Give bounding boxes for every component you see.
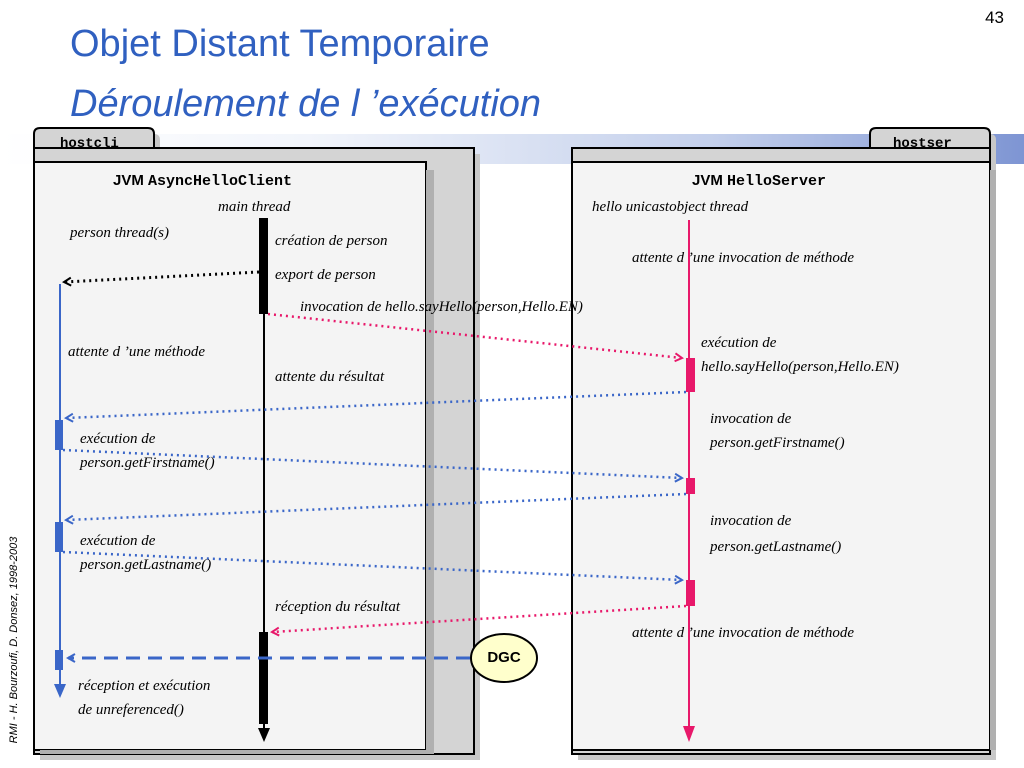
label-exec-last-1: exécution de [80,533,156,549]
person-thread-arrowhead [54,684,66,698]
label-attente-invocation-1: attente d ’une invocation de méthode [632,250,855,266]
server-jvm-class: HelloServer [727,173,827,190]
label-attente-methode: attente d ’une méthode [68,344,206,360]
label-reception-exec-1: réception et exécution [78,678,211,694]
server-thread-arrowhead [683,726,695,742]
client-jvm-prefix: JVM [113,172,144,189]
label-invocation-first-2: person.getFirstname() [710,435,845,451]
label-reception-exec-2: de unreferenced() [78,702,184,718]
label-invocation-last-2: person.getLastname() [710,539,842,555]
label-attente-resultat: attente du résultat [275,369,385,385]
main-thread-label: main thread [218,199,291,215]
slide-title: Objet Distant Temporaire [70,23,490,65]
return-getlastname-arrow [62,550,682,580]
callback-getlastname-arrow [66,492,687,520]
server-invocation-getlastname [686,580,695,606]
client-jvm-title: JVM AsyncHelloClient [113,172,292,190]
slide-number: 43 [985,8,1004,27]
dgc-label: DGC [487,649,521,666]
slide-subtitle: Déroulement de l ’exécution [70,83,542,125]
server-invocation-getfirstname [686,478,695,494]
person-exec-getlastname [55,522,63,552]
label-export: export de person [275,267,376,283]
return-getfirstname-arrow [62,448,682,478]
label-exec-first-2: person.getFirstname() [80,455,215,471]
server-jvm-title: JVM HelloServer [692,172,826,190]
main-thread-arrowhead [258,728,270,742]
client-jvm-class: AsyncHelloClient [148,173,293,190]
dgc-node [470,633,538,683]
person-exec-unreferenced [55,650,63,670]
server-exec-sayhello [686,358,695,392]
server-thread-label: hello unicastobject thread [592,199,749,215]
export-person-arrow [64,270,260,282]
label-invocation-hello: invocation de hello.sayHello(person,Hell… [300,299,583,315]
label-reception-resultat: réception du résultat [275,599,400,615]
main-thread-bar-top [259,218,268,314]
label-exec-first-1: exécution de [80,431,156,447]
person-exec-getfirstname [55,420,63,450]
host-server-panel [571,127,996,760]
label-execution-hello-2: hello.sayHello(person,Hello.EN) [701,359,899,375]
server-jvm-prefix: JVM [692,172,723,189]
host-server-label: hostser [893,136,952,152]
callback-getfirstname-arrow [66,390,687,418]
label-attente-invocation-2: attente d ’une invocation de méthode [632,625,855,641]
label-invocation-last-1: invocation de [710,513,792,529]
label-exec-last-2: person.getLastname() [80,557,212,573]
label-execution-hello-1: exécution de [701,335,777,351]
person-thread-label: person thread(s) [70,225,170,241]
host-client-label: hostcli [60,136,119,152]
label-invocation-first-1: invocation de [710,411,792,427]
label-creation: création de person [275,233,388,249]
